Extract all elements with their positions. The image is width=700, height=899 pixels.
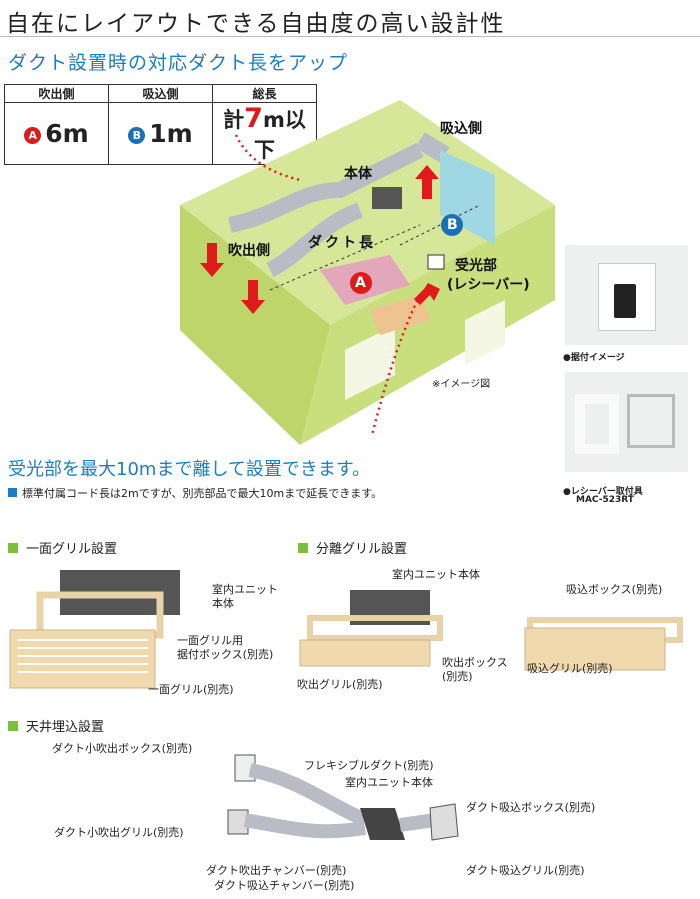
- note-text: 標準付属コード長は2mですが、別売部品で最大10mまで延長できます。: [8, 485, 382, 501]
- section-heading-split: 分離グリル設置: [298, 538, 407, 557]
- suction-duct: [399, 813, 436, 832]
- split-grille-illustration: [299, 590, 683, 671]
- ceiling-suction-grille-label: ダクト吸込グリル(別売): [466, 864, 585, 877]
- split-outlet-box-label: 吹出ボックス (別売): [442, 656, 508, 683]
- section-marker: [298, 543, 308, 553]
- ceiling-small-outlet-grille-label: ダクト小吹出グリル(別売): [54, 826, 184, 839]
- diagram-badge-a: A: [355, 275, 366, 291]
- red-arrows: [200, 165, 440, 314]
- ceiling-duct-illustration: [227, 754, 459, 841]
- image-note: ※イメージ図: [432, 379, 491, 390]
- label-body: 本体: [344, 166, 372, 182]
- box-shape: [36, 591, 164, 639]
- single-grille-label: 一面グリル(別売): [148, 683, 234, 696]
- suction-length-value: 1m: [149, 119, 193, 148]
- split-suction-grille-label: 吸込グリル(別売): [527, 662, 613, 675]
- receiver-device: [598, 263, 656, 331]
- suction-box-shape: [429, 803, 459, 841]
- single-grille-illustration: [9, 570, 180, 689]
- section-heading-single: 一面グリル設置: [8, 538, 117, 557]
- grille-shape: [9, 629, 156, 689]
- note-bullet: [8, 488, 17, 497]
- badge-b: B: [128, 126, 146, 144]
- flex-duct-upper: [248, 763, 368, 827]
- page-title: 自在にレイアウトできる自由度の高い設計性: [6, 11, 506, 37]
- room-duct-illustration: [180, 100, 555, 445]
- split-suction-box-label: 吸込ボックス(別売): [566, 583, 663, 596]
- total-value: 7: [244, 103, 263, 134]
- unit-body-shape: [372, 187, 402, 209]
- section-marker: [8, 543, 18, 553]
- duct-upper: [228, 142, 424, 233]
- label-receiver-sub: (レシーバー): [447, 277, 530, 293]
- section-marker: [8, 721, 18, 731]
- room-windows: [345, 300, 505, 400]
- single-box-label: 一面グリル用 据付ボックス(別売): [177, 634, 274, 661]
- grille-slats: [18, 639, 148, 673]
- outlet-length-value: 6m: [45, 119, 89, 148]
- section-heading-ceiling: 天井埋込設置: [8, 716, 104, 735]
- section-subtitle: ダクト設置時の対応ダクト長をアップ: [8, 52, 349, 74]
- ceiling-unit-shape: [360, 808, 405, 840]
- receiver-photo: [565, 245, 688, 345]
- label-duct-length: ダクト長: [308, 235, 376, 251]
- outlet-grille-shape: [299, 639, 431, 667]
- single-unit-label: 室内ユニット 本体: [212, 583, 278, 610]
- ceiling-unit-label: 室内ユニット本体: [345, 776, 433, 789]
- bracket-model: MAC-523RT: [576, 495, 634, 505]
- label-outlet-side: 吹出側: [228, 243, 270, 259]
- furniture-table: [370, 295, 430, 335]
- label-receiver: 受光部: [455, 258, 497, 274]
- split-outlet-grille-label: 吹出グリル(別売): [297, 678, 383, 691]
- ceiling-outlet-chamber-label: ダクト吹出チャンバー(別売): [206, 864, 347, 877]
- badge-a-circle: [350, 272, 372, 294]
- ceiling-flex-duct-label: フレキシブルダクト(別売): [304, 759, 434, 772]
- badge-a: A: [24, 126, 42, 144]
- diagram-badge-b: B: [447, 217, 458, 233]
- total-suffix: m以下: [254, 108, 306, 162]
- ceiling-suction-box-label: ダクト吸込ボックス(別売): [466, 801, 596, 814]
- ceiling-small-outlet-box-label: ダクト小吹出ボックス(別売): [52, 742, 193, 755]
- note-body: 標準付属コード長は2mですが、別売部品で最大10mまで延長できます。: [22, 487, 383, 500]
- dimension-b: [399, 204, 481, 246]
- highlight-text: 受光部を最大10mまで離して設置できます。: [8, 459, 371, 480]
- label-suction-side: 吸込側: [440, 121, 482, 137]
- suction-grille-shape: [524, 627, 666, 671]
- badge-b-circle: [441, 214, 463, 236]
- receiver-caption: ●据付イメージ: [563, 353, 625, 363]
- total-prefix: 計: [223, 108, 245, 132]
- receiver-shape: [427, 254, 445, 270]
- ceiling-suction-chamber-label: ダクト吸込チャンバー(別売): [214, 879, 355, 892]
- flex-duct-lower: [243, 813, 367, 839]
- duct-lower: [266, 202, 364, 278]
- title-divider: [0, 36, 700, 37]
- bracket-photo: [565, 372, 688, 472]
- outlet-box-shape: [307, 615, 443, 641]
- split-unit-label: 室内ユニット本体: [392, 568, 480, 581]
- bracket-caption: ●レシーバー取付具: [563, 487, 643, 497]
